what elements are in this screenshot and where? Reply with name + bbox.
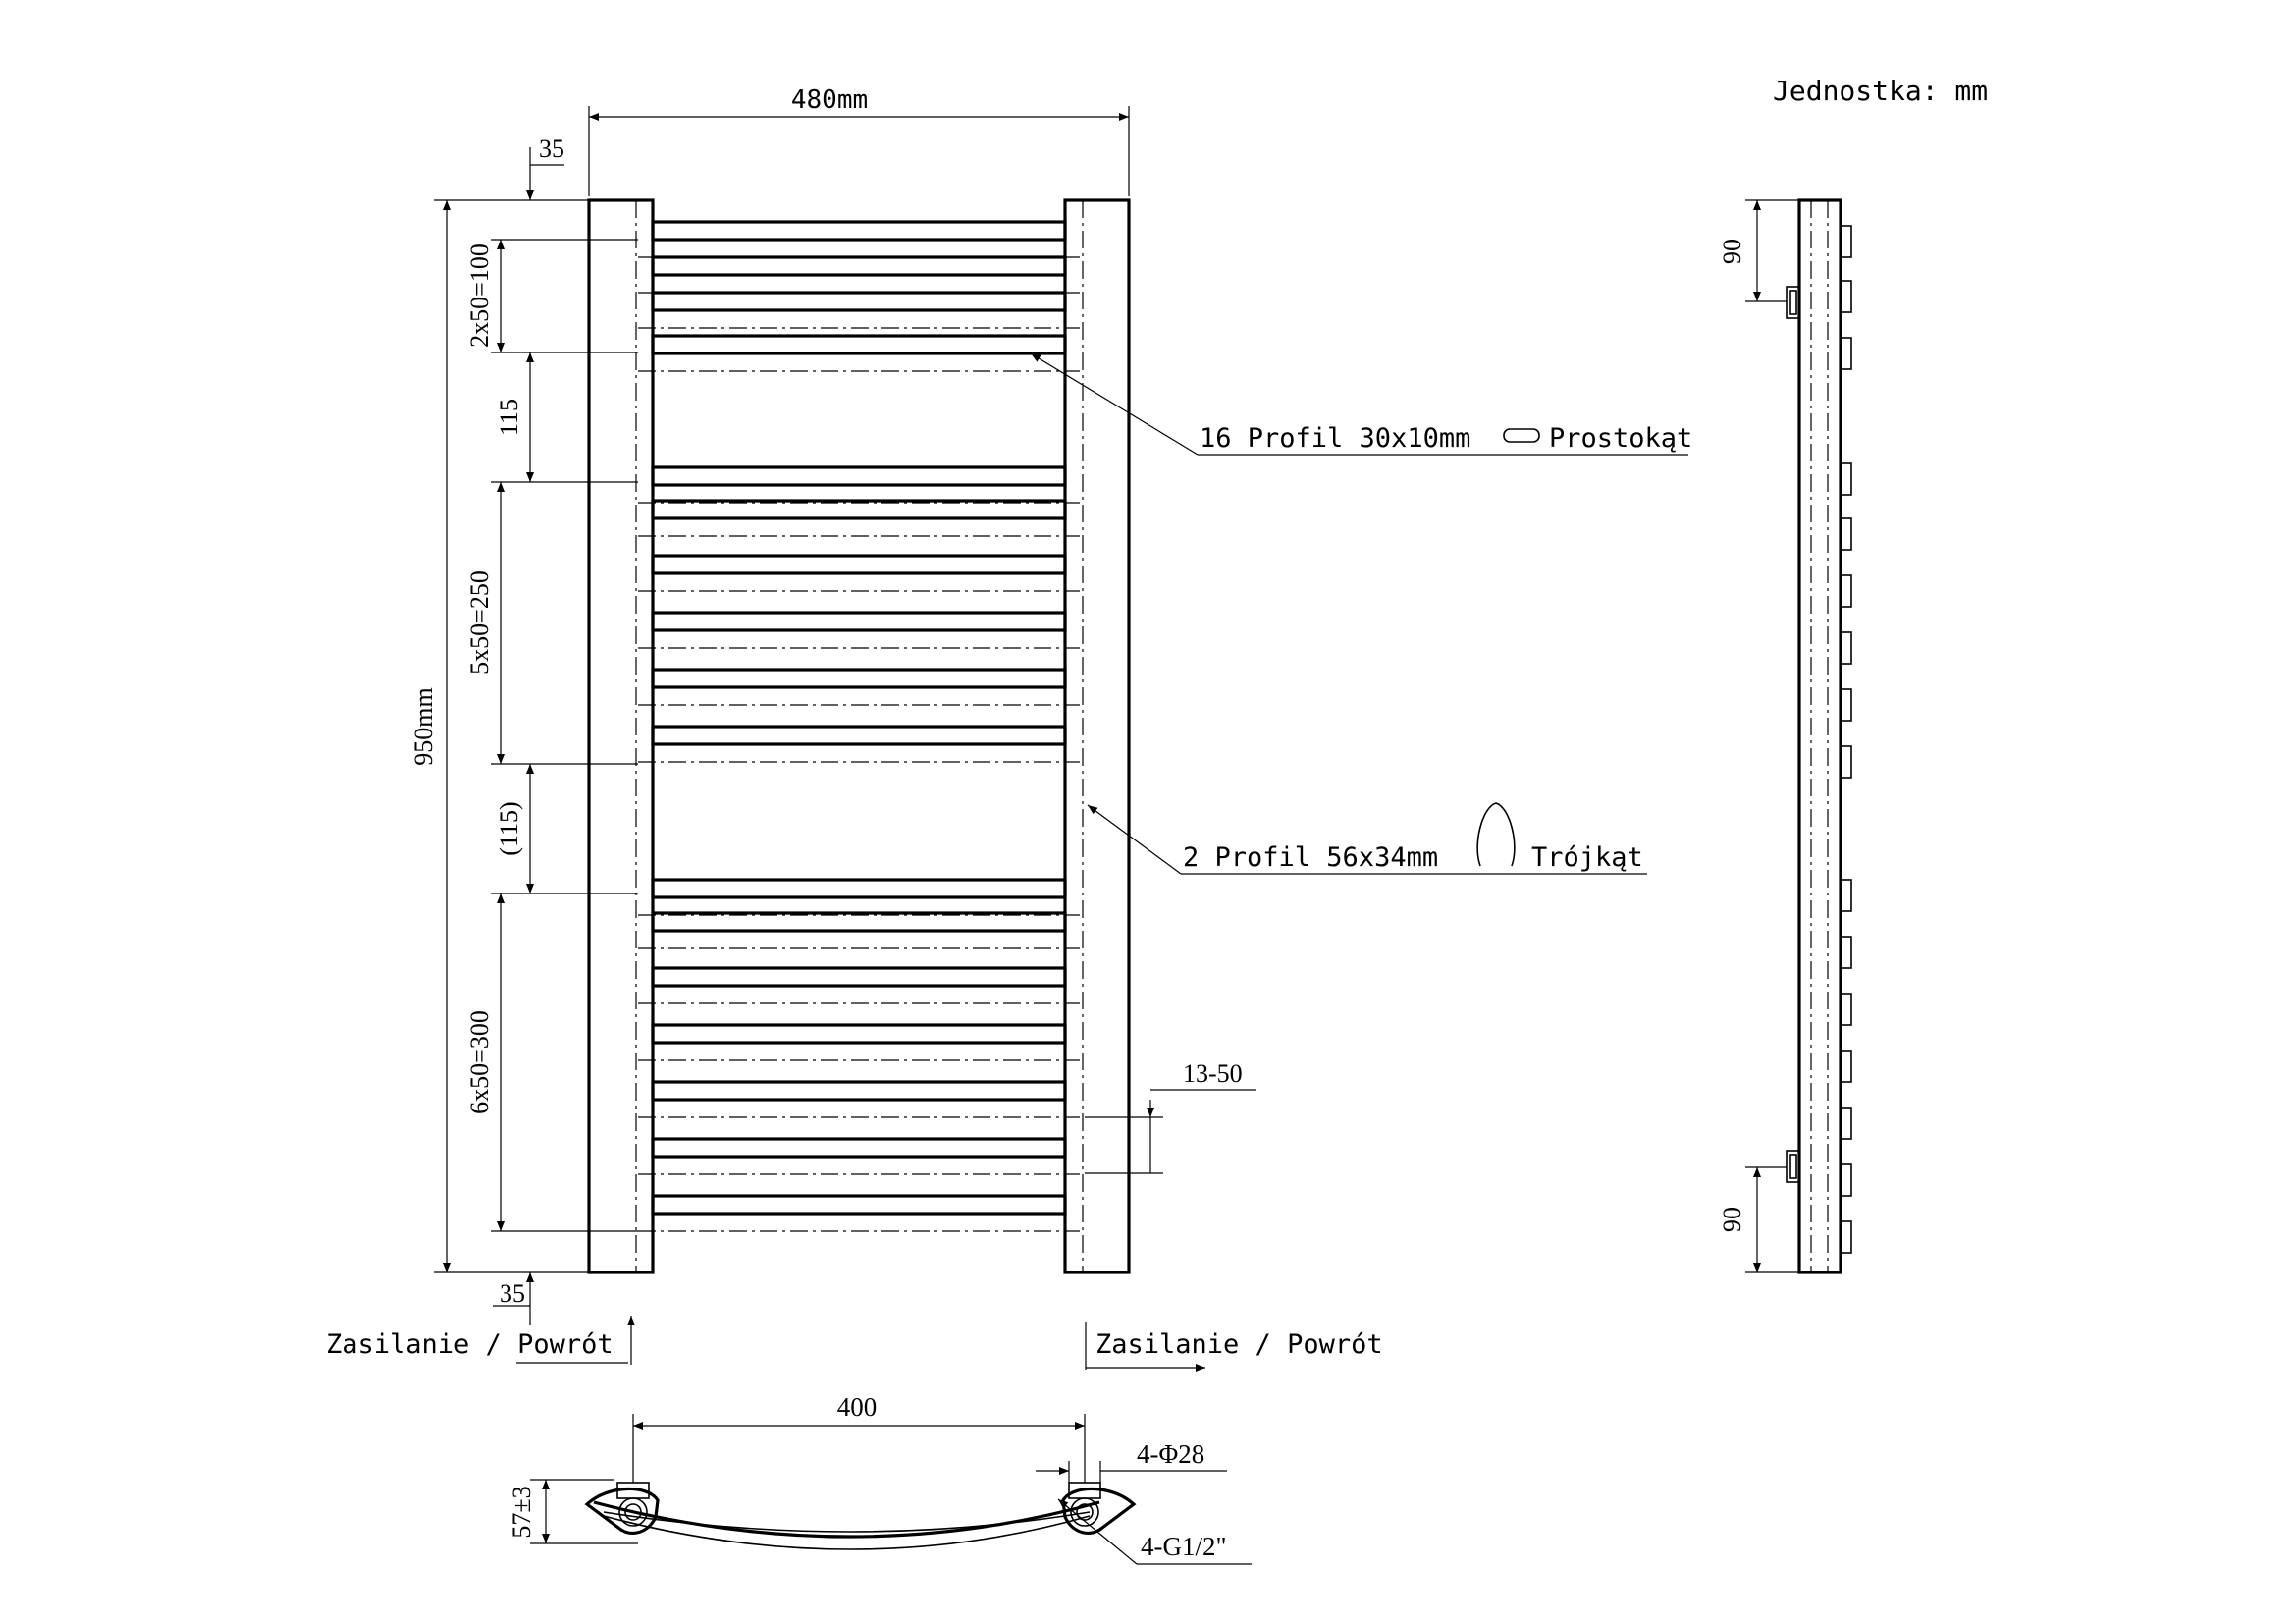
segment-dimensions: 35 2x50=100 115 5x50=250 (115) 6x50=300 … [465, 135, 638, 1325]
side-tube-stub-7 [1840, 631, 1852, 665]
top-bracket [1786, 286, 1800, 319]
tube-shape-label: Prostokąt [1549, 423, 1692, 454]
tube-curve-inner [603, 1515, 1091, 1550]
front-view [587, 198, 1131, 1274]
side-tube-stub-5 [1840, 517, 1852, 551]
tube-10 [651, 725, 1067, 746]
left-collector-section [584, 1487, 660, 1535]
collector-callout: 2 Profil 56x34mm Trójkąt [1087, 802, 1647, 875]
side-tube-stub-10 [1840, 879, 1852, 912]
side-tube-stubs [1840, 225, 1852, 1254]
connection-range-label: 13-50 [1183, 1059, 1243, 1088]
tube-7 [651, 554, 1067, 575]
tube-15 [651, 1080, 1067, 1102]
side-tube-stub-8 [1840, 688, 1852, 722]
tube-count-label: 16 Profil 30x10mm [1200, 423, 1470, 454]
tube-9 [651, 668, 1067, 689]
height-label: 950mm [409, 687, 438, 765]
segment-label-2: 115 [495, 399, 523, 436]
tube-1 [651, 220, 1067, 242]
height-dimension: 950mm [409, 199, 589, 1273]
collector-shape-label: Trójkąt [1531, 842, 1643, 873]
side-view [1786, 198, 1852, 1274]
segment-label-5: 6x50=300 [465, 1010, 494, 1114]
rectangle-profile-icon [1503, 428, 1540, 443]
thread-label: 4-G1/2" [1141, 1532, 1227, 1561]
tube-2 [651, 255, 1067, 277]
left-connection-label: Zasilanie / Powrót [326, 1329, 614, 1360]
depth-label: 57±3 [507, 1486, 536, 1538]
tube-6 [651, 499, 1067, 520]
left-collector [587, 198, 655, 1274]
horizontal-tubes [638, 220, 1080, 1232]
connection-labels: Zasilanie / Powrót Zasilanie / Powrót [326, 1316, 1383, 1372]
tube-curve-outer [593, 1500, 1100, 1539]
right-connection-label: Zasilanie / Powrót [1095, 1329, 1383, 1360]
connection-range-dimension: 13-50 [1085, 1059, 1256, 1174]
tube-callout: 16 Profil 30x10mm Prostokąt [1030, 352, 1692, 456]
right-collector [1063, 198, 1131, 1274]
side-tube-stub-15 [1840, 1163, 1852, 1197]
segment-label-4: (115) [495, 801, 523, 855]
side-tube-stub-11 [1840, 936, 1852, 969]
bottom-offset-label: 35 [500, 1279, 525, 1308]
tube-16 [651, 1137, 1067, 1159]
axis-spacing-label: 400 [837, 1392, 878, 1422]
pipe-diameter-dimension: 4-Φ28 [1036, 1439, 1227, 1483]
side-top-label: 90 [1718, 239, 1746, 264]
thread-callout: 4-G1/2" [1057, 1498, 1252, 1565]
bottom-bracket [1786, 1150, 1800, 1183]
tube-13 [651, 966, 1067, 988]
tube-11 [651, 878, 1067, 899]
bottom-view [584, 1482, 1137, 1550]
side-tube-stub-4 [1840, 462, 1852, 496]
side-bottom-label: 90 [1718, 1207, 1746, 1232]
triangle-profile-icon [1476, 802, 1516, 867]
tube-8 [651, 611, 1067, 632]
side-tube-stub-2 [1840, 280, 1852, 313]
side-tube-stub-3 [1840, 337, 1852, 370]
tube-14 [651, 1023, 1067, 1045]
tube-12 [651, 911, 1067, 933]
tube-4 [651, 334, 1067, 355]
depth-dimension: 57±3 [507, 1479, 638, 1544]
side-bottom-dimension: 90 [1718, 1166, 1799, 1273]
segment-label-1: 2x50=100 [465, 243, 494, 348]
side-tube-stub-14 [1840, 1107, 1852, 1140]
width-dimension: 480mm [588, 85, 1130, 196]
side-collector [1797, 198, 1842, 1274]
side-tube-stub-12 [1840, 993, 1852, 1026]
segment-label-3: 5x50=250 [465, 570, 494, 675]
side-tube-stub-1 [1840, 225, 1852, 258]
side-top-dimension: 90 [1718, 199, 1799, 302]
width-label: 480mm [791, 85, 868, 115]
side-tube-stub-6 [1840, 574, 1852, 608]
side-tube-stub-9 [1840, 745, 1852, 779]
tube-5 [651, 465, 1067, 487]
tube-3 [651, 291, 1067, 312]
unit-note: Jednostka: mm [1773, 75, 1988, 107]
pipe-diameter-label: 4-Φ28 [1137, 1439, 1204, 1469]
side-tube-stub-13 [1840, 1050, 1852, 1083]
top-offset-label: 35 [539, 135, 564, 163]
axis-spacing-dimension: 400 [632, 1392, 1086, 1483]
side-tube-stub-16 [1840, 1220, 1852, 1254]
tube-17 [651, 1194, 1067, 1216]
collector-count-label: 2 Profil 56x34mm [1183, 842, 1438, 873]
